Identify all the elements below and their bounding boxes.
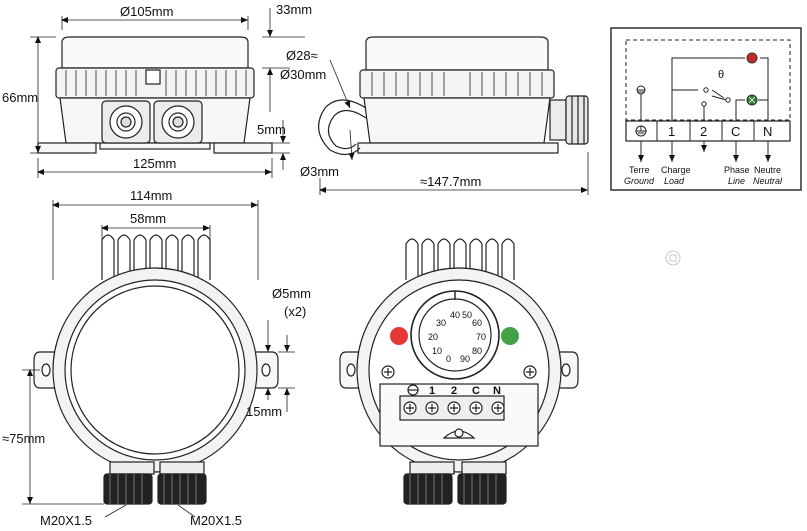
dial-number-40: 40: [450, 310, 460, 320]
dim-front-height-right: 33mm: [276, 2, 312, 17]
device-terminal-labels: 1 2 C N: [429, 385, 501, 397]
device-terminal-n: N: [493, 385, 501, 397]
wiring-terminal-1: 1: [668, 124, 675, 139]
legend-neutral-en: Neutral: [753, 176, 783, 186]
dim-side-dia-bottom: Ø30mm: [280, 67, 326, 82]
device-terminal-c: C: [472, 385, 480, 397]
legend-ground-en: Ground: [624, 176, 655, 186]
device-terminal-2: 2: [451, 385, 457, 397]
wiring-terminal-n: N: [763, 124, 772, 139]
front-ribs: [65, 70, 247, 96]
legend-ground-fr: Terre: [629, 165, 650, 175]
legend-line-fr: Phase: [724, 165, 750, 175]
dial-scale: 40 30 20 10 0 50 60 70 80 90: [428, 310, 486, 364]
wiring-legend: Terre Ground Charge Load Phase Line Neut…: [624, 165, 783, 186]
dim-bottom-width: 114mm: [130, 188, 172, 203]
front-gland-right: [153, 100, 203, 144]
dim-bottom-hole-count: (x2): [284, 304, 306, 319]
dim-bottom-inner: 58mm: [130, 211, 166, 226]
front-gland-left: [101, 100, 151, 144]
wiring-terminal-2: 2: [700, 124, 707, 139]
dim-gland-left: M20X1.5: [40, 513, 92, 528]
terminal-screws: [403, 401, 505, 415]
legend-neutral-fr: Neutre: [754, 165, 781, 175]
ground-icon-top: [636, 85, 646, 95]
wiring-terminal-c: C: [731, 124, 740, 139]
wiring-diagram: [610, 27, 802, 191]
front-view: [37, 36, 273, 154]
dim-front-diameter: Ø105mm: [120, 4, 173, 19]
bottom-right-view: [339, 238, 579, 505]
cover-screw-right-icon: [523, 365, 537, 379]
front-dimensions: [30, 8, 305, 178]
dial-number-50: 50: [462, 310, 472, 320]
legend-load-fr: Charge: [661, 165, 691, 175]
dim-bottom-hole: Ø5mm: [272, 286, 311, 301]
dim-front-width: 125mm: [133, 156, 176, 171]
dim-side-dia-top: Ø28≈: [286, 48, 318, 63]
legend-load-en: Load: [664, 176, 685, 186]
dial-number-70: 70: [476, 332, 486, 342]
device-terminal-1: 1: [429, 385, 435, 397]
ground-icon: [635, 125, 647, 137]
side-gland: [549, 95, 589, 145]
crosshair-icon: [665, 250, 681, 266]
dim-side-length: ≈147.7mm: [420, 174, 481, 189]
terminal-ground-icon: [407, 384, 419, 396]
red-indicator-lamp: [390, 327, 408, 345]
dial-number-0: 0: [446, 354, 451, 364]
green-indicator-lamp: [501, 327, 519, 345]
dial-number-20: 20: [428, 332, 438, 342]
cover-screw-left-icon: [381, 365, 395, 379]
dial-number-60: 60: [472, 318, 482, 328]
dim-bottom-depth: ≈75mm: [2, 431, 45, 446]
side-view: [318, 36, 589, 156]
dial-number-90: 90: [460, 354, 470, 364]
dim-front-foot: 5mm: [257, 122, 286, 137]
dial-number-10: 10: [432, 346, 442, 356]
side-ribs: [371, 72, 543, 96]
wiring-terminal-labels: 1 2 C N: [668, 124, 772, 139]
bottom-left-dimensions: [22, 200, 295, 518]
dim-side-hole: Ø3mm: [300, 164, 339, 179]
dim-bottom-hole-offset: 15mm: [246, 404, 282, 419]
dial-number-30: 30: [436, 318, 446, 328]
legend-line-en: Line: [728, 176, 745, 186]
side-dimensions: [319, 59, 589, 195]
bottom-left-view: [33, 234, 279, 505]
dim-front-height: 66mm: [2, 90, 38, 105]
dim-gland-right: M20X1.5: [190, 513, 242, 528]
wiring-red-lamp: [746, 52, 758, 64]
dial-number-80: 80: [472, 346, 482, 356]
wiring-angle: θ: [718, 69, 724, 81]
